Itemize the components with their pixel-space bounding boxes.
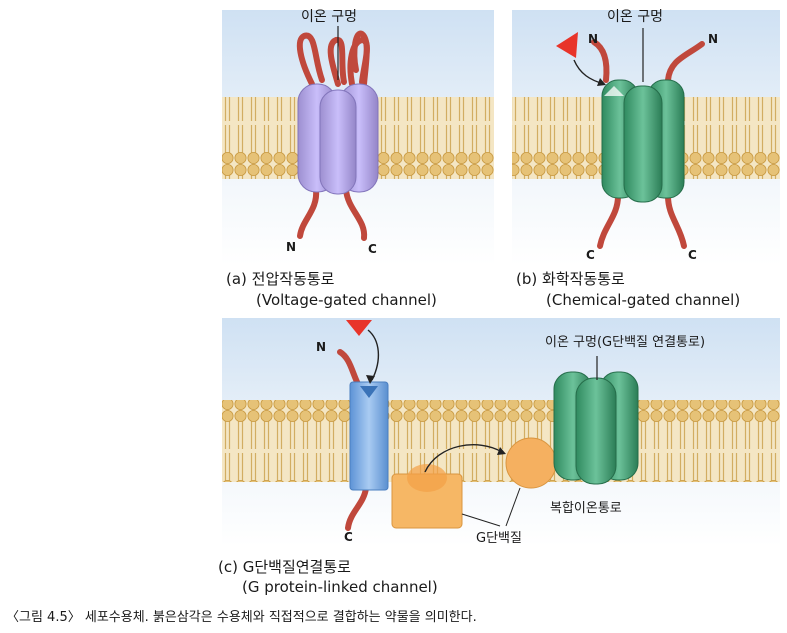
panel-b-n-left-tail (591, 39, 610, 83)
complex-channel-label: 복합이온통로 (550, 501, 622, 516)
panel-c-subtitle: (G protein-linked channel) (242, 578, 438, 596)
panel-b-c-right-tail (665, 193, 687, 249)
g-protein-linked-channel (553, 371, 639, 485)
panel-a-c-tail (343, 187, 368, 241)
panel-c-n-tail (337, 349, 361, 387)
panel-c-activation-arrow (424, 444, 503, 473)
panel-c-ligand-triangle (346, 320, 372, 336)
panel-c-pore-label: 이온 구멍(G단백질 연결통로) (545, 335, 706, 350)
panel-b-c-left-label: C (586, 248, 595, 262)
panel-c (222, 318, 780, 546)
g-protein-subunit (505, 437, 557, 489)
panel-c-membrane (222, 400, 780, 482)
panel-b-subtitle: (Chemical-gated channel) (546, 291, 741, 309)
voltage-gated-channel (297, 83, 379, 195)
panel-a-top-loop-4 (351, 30, 370, 87)
g-protein-label: G단백질 (476, 531, 522, 546)
chemical-gated-channel (601, 79, 685, 203)
panel-c-title: (c) G단백질연결통로 (218, 558, 351, 576)
panel-b-ligand-triangle (556, 32, 578, 58)
figure-caption: 〈그림 4.5〉 세포수용체. 붉은삼각은 수용체와 직접적으로 결합하는 약물… (6, 610, 477, 625)
panel-c-binding-arrow (367, 329, 379, 381)
panel-c-c-tail (345, 485, 369, 531)
panel-a-title: (a) 전압작동통로 (226, 270, 335, 288)
panel-a-c-label: C (368, 242, 377, 256)
panel-a-subtitle: (Voltage-gated channel) (256, 291, 437, 309)
panel-b-c-left-tail (597, 193, 621, 249)
panel-b (512, 10, 780, 265)
panel-c-c-label: C (344, 530, 353, 544)
panel-b-pore-label: 이온 구멍 (607, 9, 663, 25)
panel-b-n-right-tail (665, 41, 705, 83)
panel-a (222, 10, 494, 265)
panel-a-top-loop-1 (296, 32, 325, 87)
panel-b-n-right-label: N (708, 32, 719, 46)
panel-c-n-label: N (316, 340, 327, 354)
panel-a-top-loop-2 (327, 37, 347, 87)
panel-b-n-left-label: N (588, 32, 599, 46)
panel-a-pore-label: 이온 구멍 (301, 9, 357, 25)
panel-a-n-label: N (286, 240, 297, 254)
panel-b-title: (b) 화학작동통로 (516, 270, 625, 288)
g-protein-receptor (349, 381, 389, 491)
panel-b-c-right-label: C (688, 248, 697, 262)
panel-a-n-tail (297, 187, 320, 239)
